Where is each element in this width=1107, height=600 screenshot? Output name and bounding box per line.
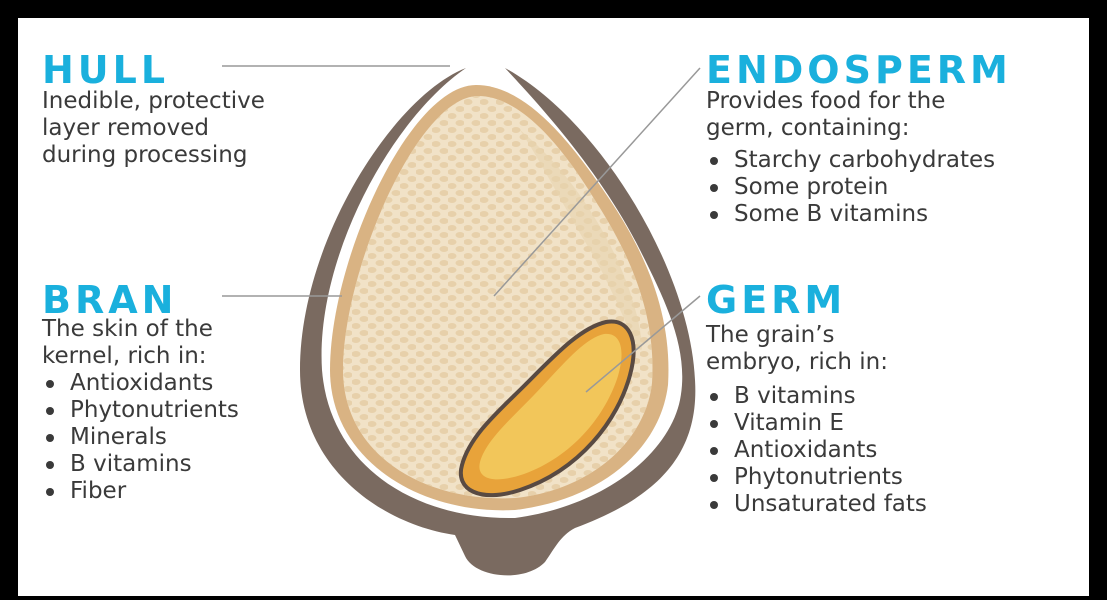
endosperm-heading: ENDOSPERM	[706, 50, 1012, 90]
list-item: Starchy carbohydrates	[706, 147, 995, 174]
bran-nutrient-list: Antioxidants Phytonutrients Minerals B v…	[42, 370, 239, 505]
germ-heading: GERM	[706, 280, 846, 320]
list-item: Fiber	[42, 478, 239, 505]
list-item: Antioxidants	[706, 437, 927, 464]
list-item: Antioxidants	[42, 370, 239, 397]
bran-description: The skin of the kernel, rich in:	[42, 316, 213, 370]
list-item: Some B vitamins	[706, 201, 995, 228]
endosperm-description: Provides food for the germ, containing:	[706, 88, 945, 142]
list-item: B vitamins	[42, 451, 239, 478]
list-item: Unsaturated fats	[706, 491, 927, 518]
list-item: Vitamin E	[706, 410, 927, 437]
bran-heading: BRAN	[42, 280, 177, 320]
list-item: Phytonutrients	[706, 464, 927, 491]
list-item: Minerals	[42, 424, 239, 451]
hull-heading: HULL	[42, 50, 169, 90]
hull-description: Inedible, protective layer removed durin…	[42, 88, 265, 169]
list-item: Some protein	[706, 174, 995, 201]
germ-description: The grain’s embryo, rich in:	[706, 322, 888, 376]
list-item: B vitamins	[706, 383, 927, 410]
germ-nutrient-list: B vitamins Vitamin E Antioxidants Phyton…	[706, 383, 927, 518]
endosperm-nutrient-list: Starchy carbohydrates Some protein Some …	[706, 147, 995, 228]
list-item: Phytonutrients	[42, 397, 239, 424]
